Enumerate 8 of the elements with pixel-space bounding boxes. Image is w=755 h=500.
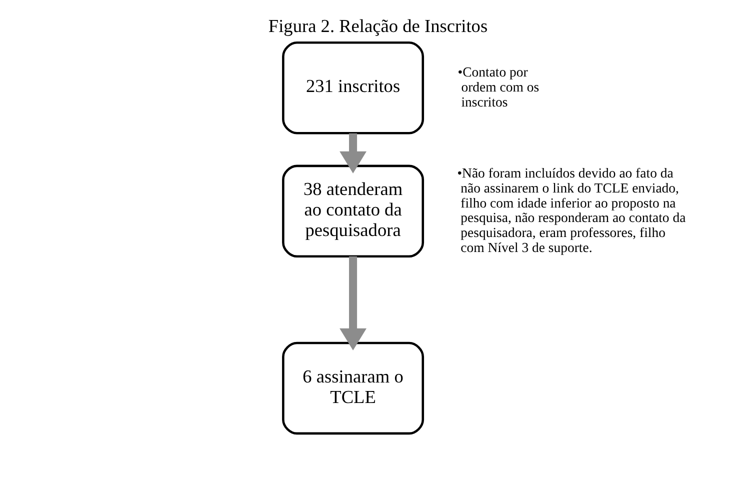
node-box: 38 atenderam ao contato da pesquisadora xyxy=(282,164,424,258)
node-box: 6 assinaram o TCLE xyxy=(282,342,424,435)
diagram-title: Figura 2. Relação de Inscritos xyxy=(268,16,488,36)
arrow xyxy=(339,256,366,350)
node-label: •Contato por ordem com os inscritos xyxy=(457,64,539,110)
node-box: 231 inscritos xyxy=(282,41,424,134)
node-label: •Não foram incluídos devido ao fato da não assinarem o link do TCLE enviado, filho com idade inferior ao proposto na pesquisa, não responderam ao contato da pesquisadora, eram professores, filho com Nível 3 de suporte. xyxy=(456,166,686,255)
arrow xyxy=(339,133,366,174)
